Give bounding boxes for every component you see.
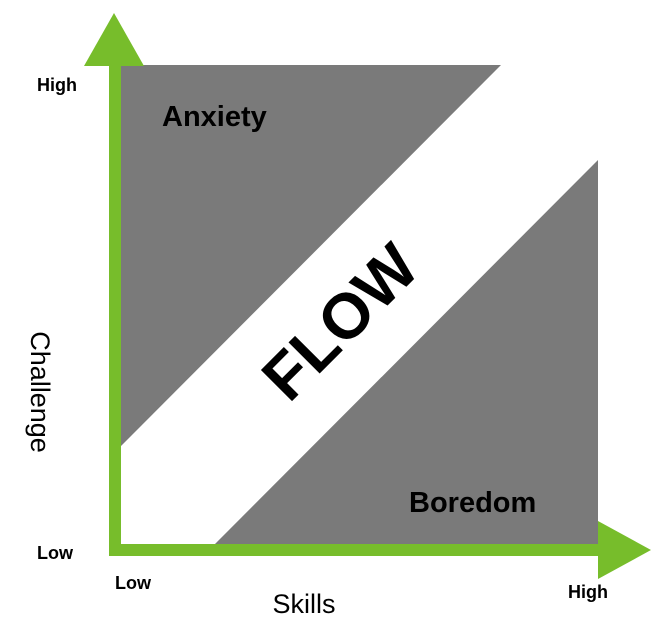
x-axis-arrowhead xyxy=(598,521,651,579)
y-axis-line xyxy=(109,55,121,555)
anxiety-region xyxy=(120,65,501,447)
y-axis-low-label: Low xyxy=(37,543,74,563)
x-axis-line xyxy=(109,544,606,556)
x-axis-title: Skills xyxy=(272,589,335,619)
anxiety-label: Anxiety xyxy=(162,101,267,133)
y-axis-arrowhead xyxy=(84,13,144,66)
x-axis-low-label: Low xyxy=(115,573,152,593)
boredom-region xyxy=(213,160,598,546)
boredom-label: Boredom xyxy=(409,487,536,519)
y-axis-high-label: High xyxy=(37,75,77,95)
x-axis-high-label: High xyxy=(568,582,608,602)
y-axis-title: Challenge xyxy=(25,331,55,453)
